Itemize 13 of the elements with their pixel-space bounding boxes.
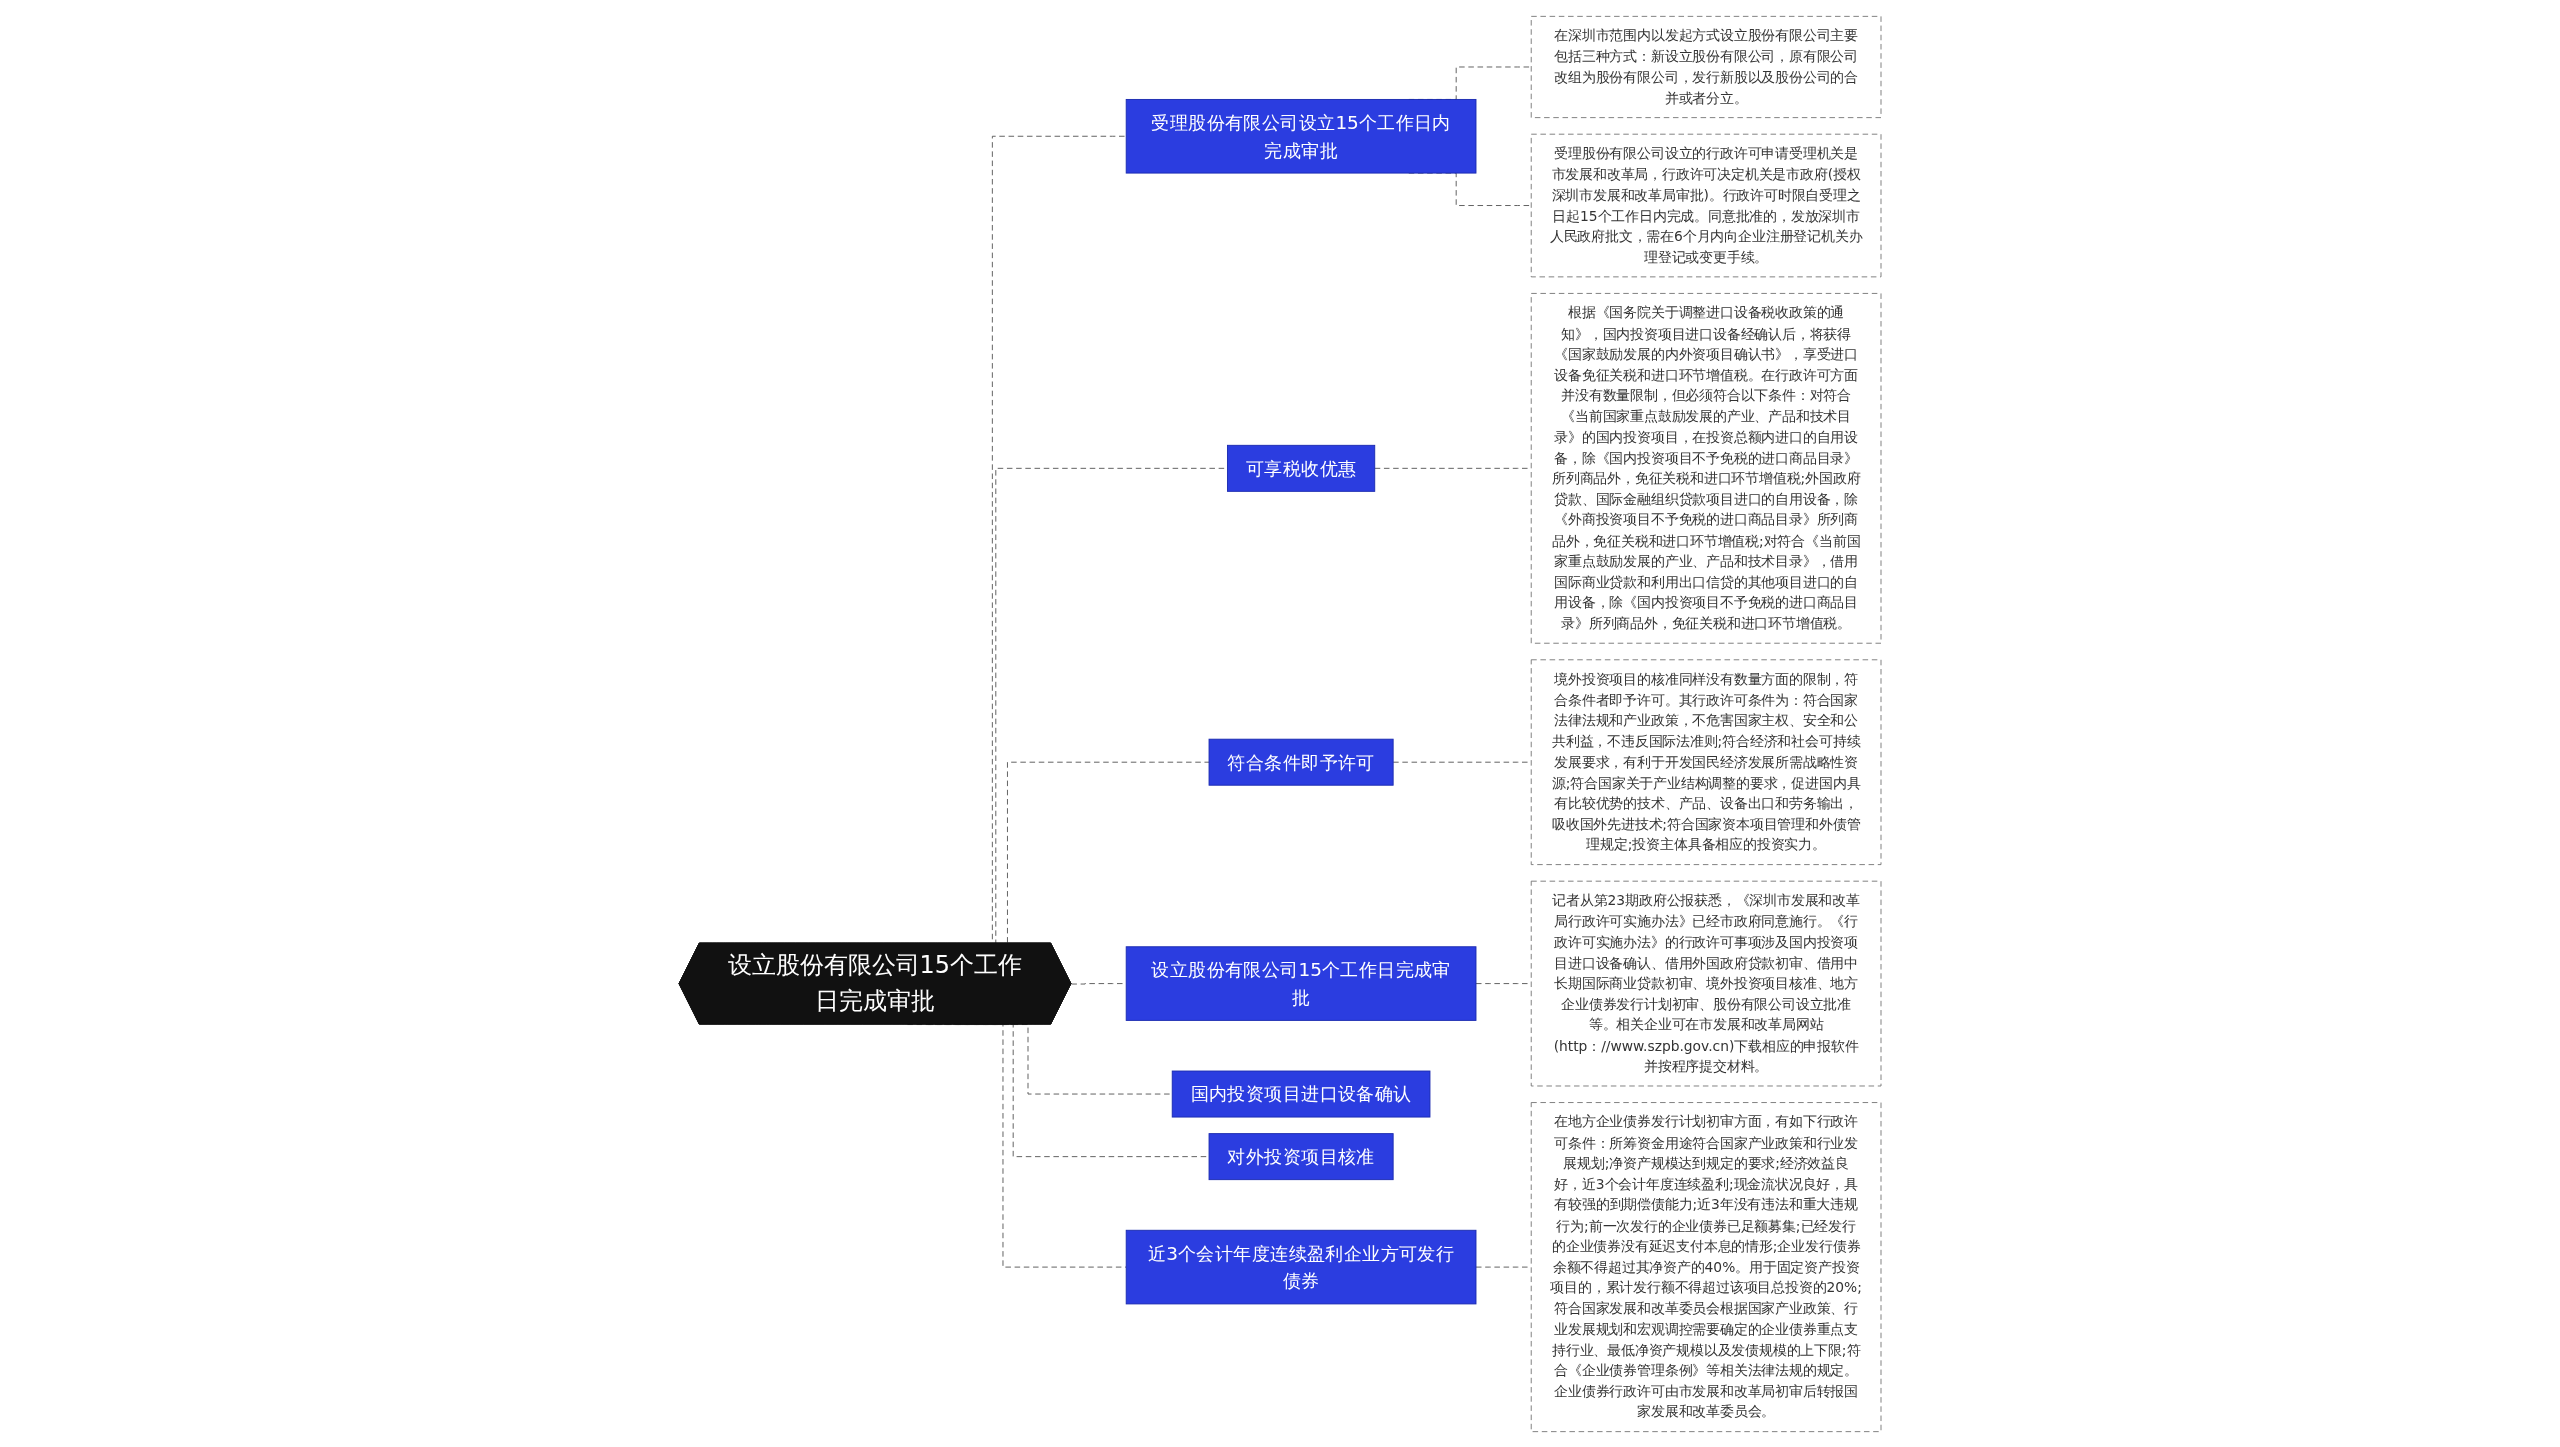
node-box: 在深圳市范围内以发起方式设立股份有限公司主要包括三种方式：新设立股份有限公司，原有限公司改组为股份有限公司，发行新股以及股份公司的合并或者分立。 bbox=[1530, 15, 1882, 118]
node-box: 根据《国务院关于调整进口设备税收政策的通知》，国内投资项目进口设备经确认后，将获得《国家鼓励发展的内外资项目确认书》，享受进口设备免征关税和进口环节增值税。在行政许可方面并没有数量限制，但必须符合以下条件：对符合《当前国家重点鼓励发展的产业、产品和技术目录》的国内投资项目，在投资总额内进口的自用设备，除《国内投资项目不予免税的进口商品目录》所列商品外，免征关税和进口环节增值税;外国政府贷款、国际金融组织贷款项目进口的自用设备，除《外商投资项目不予免税的进口商品目录》所列商品外，免征关税和进口环节增值税;对符合《当前国家重点鼓励发展的产业、产品和技术目录》，借用国际商业贷款和利用出口信贷的其他项目进口的自用设备，除《国内投资项目不予免税的进口商品目录》所列商品外，免征关税和进口环节增值税。 bbox=[1530, 292, 1882, 644]
node-box: 记者从第23期政府公报获悉，《深圳市发展和改革局行政许可实施办法》已经市政府同意施行。《行政许可实施办法》的行政许可事项涉及国内投资项目进口设备确认、借用外国政府贷款初审、借用中长期国际商业贷款初审、境外投资项目核准、地方企业债券发行计划初审、股份有限公司设立批准等。相关企业可在市发展和改革局网站(http：//www.szpb.gov.cn)下载相应的申报软件并按程序提交材料。 bbox=[1530, 880, 1882, 1086]
node-box: 设立股份有限公司15个工作日完成审批 bbox=[1125, 945, 1477, 1021]
node-box: 可享税收优惠 bbox=[1227, 444, 1376, 492]
node-box: 近3个会计年度连续盈利企业方可发行债券 bbox=[1125, 1229, 1477, 1304]
node-box: 在地方企业债券发行计划初审方面，有如下行政许可条件：所筹资金用途符合国家产业政策和行业发展规划;净资产规模达到规定的要求;经济效益良好，近3个会计年度连续盈利;现金流状况良好，具有较强的到期偿债能力;近3年没有违法和重大违规行为;前一次发行的企业债券已足额募集;已经发行的企业债券没有延迟支付本息的情形;企业发行债券余额不得超过其净资产的40%。用于固定资产投资项目的，累计发行额不得超过该项目总投资的20%;符合国家发展和改革委员会根据国家产业政策、行业发展规划和宏观调控需要确定的企业债券重点支持行业、最低净资产规模以及发债规模的上下限;符合《企业债券管理条例》等相关法律法规的规定。企业债券行政许可由市发展和改革局初审后转报国家发展和改革委员会。 bbox=[1530, 1101, 1882, 1432]
node-box: 国内投资项目进口设备确认 bbox=[1171, 1070, 1431, 1117]
node-box: 受理股份有限公司设立的行政许可申请受理机关是市发展和改革局，行政许可决定机关是市政府(授权深圳市发展和改革局审批)。行政许可时限自受理之日起15个工作日内完成。同意批准的，发放深圳市人民政府批文，需在6个月内向企业注册登记机关办理登记或变更手续。 bbox=[1530, 133, 1882, 277]
node-box: 受理股份有限公司设立15个工作日内完成审批 bbox=[1125, 98, 1477, 174]
node-box: 符合条件即予许可 bbox=[1208, 738, 1394, 786]
node-box: 境外投资项目的核准同样没有数量方面的限制，符合条件者即予许可。其行政许可条件为：符合国家法律法规和产业政策，不危害国家主权、安全和公共利益，不违反国际法准则;符合经济和社会可持续发展要求，有利于开发国民经济发展所需战略性资源;符合国家关于产业结构调整的要求，促进国内具有比较优势的技术、产品、设备出口和劳务输出，吸收国外先进技术;符合国家资本项目管理和外债管理规定;投资主体具备相应的投资实力。 bbox=[1530, 658, 1882, 865]
node-box: 对外投资项目核准 bbox=[1208, 1132, 1394, 1180]
